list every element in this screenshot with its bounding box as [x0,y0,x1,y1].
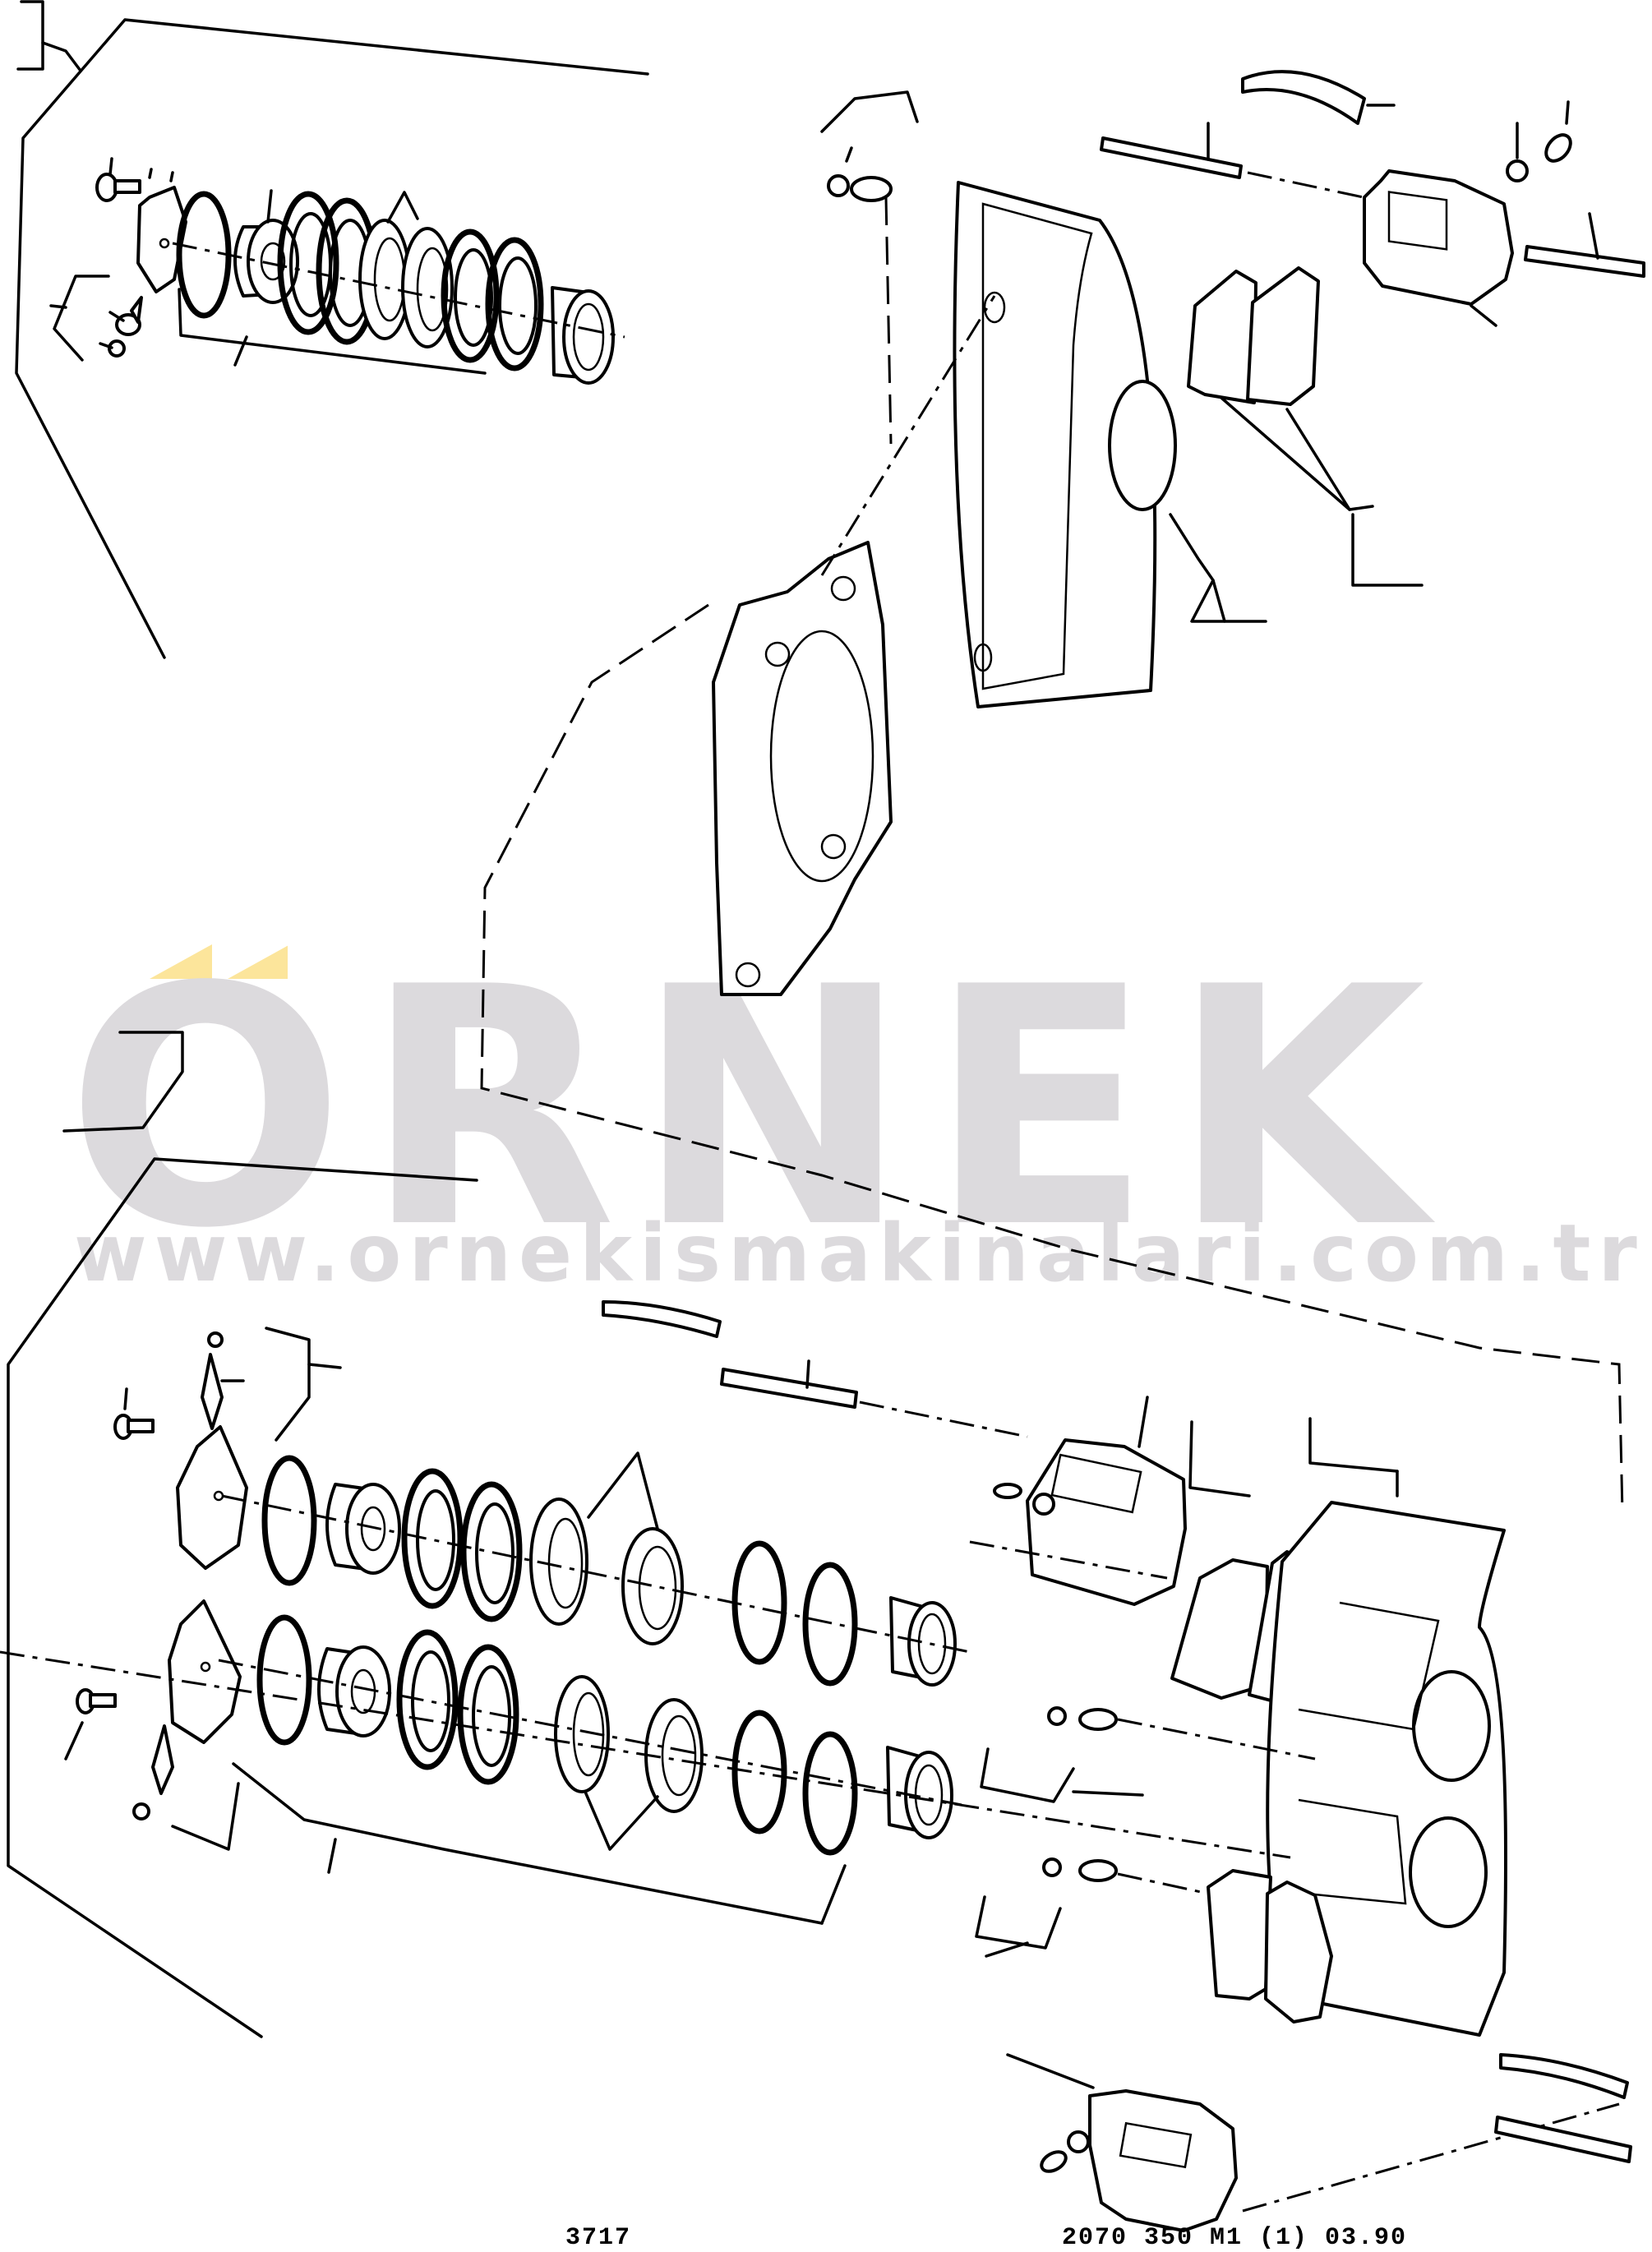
bleeder-valve-icon [820,90,919,202]
dust-cap-icon [207,1331,224,1348]
bolt-washer-icon [993,1483,1055,1516]
caliper-housing-icon [1266,1501,1507,2037]
footer-right-code: 2070 350 M1 (1) 03.90 [1062,2224,1408,2252]
spring-clip-icon [1499,2053,1629,2099]
brake-pad-pair-icon [1187,266,1320,406]
pad-retainer-plate-icon [1363,169,1514,327]
o-ring-icon [176,191,232,319]
seal-icon [485,237,544,371]
spring-clip-icon [602,1300,722,1338]
retaining-pin-icon [720,1359,858,1409]
pad-retainer-plate-icon [1088,2089,1238,2232]
seal-icon [277,191,339,335]
retaining-pin-icon [1524,212,1645,278]
watermark-url: www.ornekismakinalari.com.tr [74,1207,1645,1299]
bolt-icon [64,1688,117,1761]
piston-sleeve-icon [886,1746,953,1839]
watermark-brand-rest: RNEK [363,918,1444,1300]
piston-icon [325,1483,401,1575]
dust-cap-icon [132,1802,150,1821]
bleed-screw-icon [201,1353,245,1430]
bolt-washer-icon [1040,2130,1090,2173]
bleeder-valve-icon [980,1706,1144,1803]
cover-plate-icon [168,1599,242,1744]
bleeder-valve-icon [975,1857,1118,1958]
retaining-pin-icon [1494,2116,1632,2163]
bolt-icon [113,1387,155,1440]
seal-icon [441,228,500,363]
bleed-screw-icon [108,296,143,336]
bleed-screw-icon [151,1724,174,1795]
anchor-plate-icon [712,541,893,996]
dust-cap-icon [99,339,126,358]
retaining-pin-icon [1100,122,1243,179]
watermark-umlaut-icon [150,944,288,979]
cover-plate-icon [176,1425,248,1570]
caliper-housing-icon [953,181,1177,708]
piston-sleeve-icon [551,286,615,385]
bolt-icon [95,157,141,202]
cover-plate-icon [136,168,187,293]
piston-sleeve-icon [889,1596,957,1687]
lower-assembly-group [0,1031,1632,2232]
bolt-washer-icon [1506,100,1572,182]
piston-icon [233,189,299,304]
pad-retainer-plate-icon [1026,1396,1187,1606]
piston-icon [317,1645,391,1737]
brake-pad-pair-icon [1207,1869,1333,2024]
dust-boot-pair-icon [358,191,454,348]
footer-left-code: 3717 [565,2224,632,2252]
watermark-brand: ORNEK [66,945,1578,1274]
upper-assembly-group [15,0,1645,1513]
spring-clip-icon [1241,70,1396,125]
